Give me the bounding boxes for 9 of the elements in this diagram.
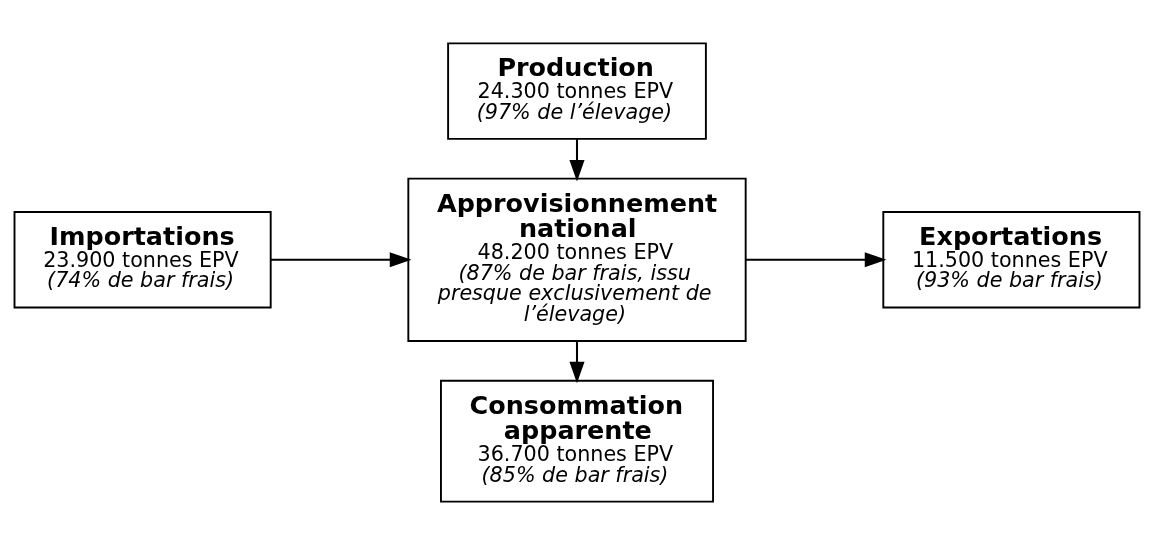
arrow	[569, 341, 585, 384]
node-box: Exportations 11.500 tonnes EPV (93% de bar frais)	[882, 211, 1141, 309]
arrow	[745, 252, 887, 268]
node-box: Importations 23.900 tonnes EPV (74% de bar frais)	[13, 211, 272, 309]
arrow	[569, 139, 585, 182]
node-box: Production 24.300 tonnes EPV (97% de l’élevage)	[447, 42, 707, 140]
arrow	[270, 252, 412, 268]
node-box: Approvisionnement national 48.200 tonnes EPV (87% de bar frais, issu presque exclusivement de l’élevage)	[407, 177, 747, 342]
node-box: Consommation apparente 36.700 tonnes EPV (85% de bar frais)	[440, 379, 714, 503]
